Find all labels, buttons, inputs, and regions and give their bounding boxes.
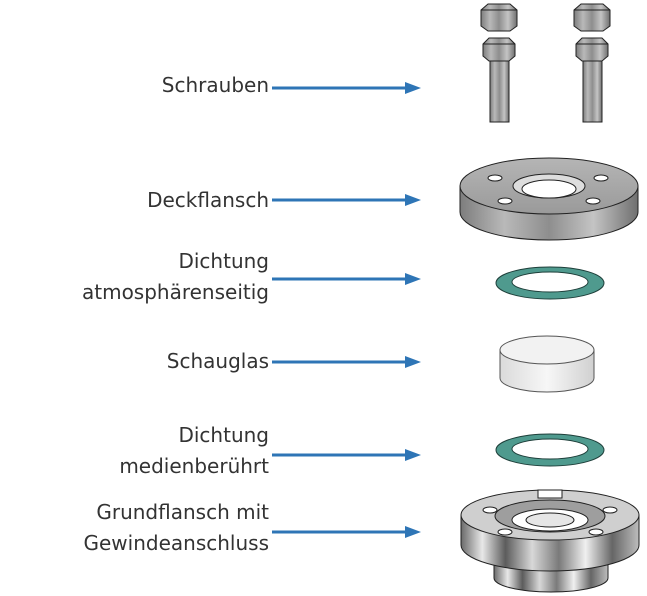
arrow-schauglas-head — [405, 356, 421, 368]
deckflansch-part — [459, 157, 639, 241]
arrow-group — [272, 82, 421, 538]
arrow-grundflansch — [272, 526, 421, 538]
label-dichtung-med-line1: Dichtung — [178, 423, 269, 447]
grundflansch-part — [460, 489, 640, 593]
arrow-schrauben-head — [405, 82, 421, 94]
label-schrauben: Schrauben — [162, 70, 269, 101]
bolt-right — [573, 3, 611, 123]
label-schrauben-text: Schrauben — [161, 73, 269, 97]
label-schauglas: Schauglas — [167, 346, 269, 377]
arrow-schrauben — [272, 82, 421, 94]
label-deckflansch: Deckflansch — [147, 185, 269, 216]
label-grundflansch-line1: Grundflansch mit — [96, 500, 269, 524]
arrow-grundflansch-head — [405, 526, 421, 538]
label-dichtung-atm-line2: atmosphärenseitig — [81, 280, 269, 304]
label-dichtung-medienberuehrt: Dichtung medienberührt — [119, 420, 269, 482]
dichtung-atmospharenseitig-part — [495, 266, 605, 300]
label-schauglas-text: Schauglas — [166, 349, 269, 373]
label-dichtung-atmospharenseitig: Dichtung atmosphärenseitig — [82, 246, 269, 308]
arrow-dichtung-atmospharenseitig — [272, 273, 421, 285]
label-grundflansch-line2: Gewindeanschluss — [83, 531, 270, 555]
label-dichtung-atm-line1: Dichtung — [178, 249, 269, 273]
schauglas-part — [499, 335, 595, 393]
arrow-dichtung-atmospharenseitig-head — [405, 273, 421, 285]
dichtung-medienberuehrt-part — [495, 433, 605, 467]
arrow-deckflansch — [272, 194, 421, 206]
label-deckflansch-text: Deckflansch — [147, 188, 269, 212]
arrow-schauglas — [272, 356, 421, 368]
label-dichtung-med-line2: medienberührt — [119, 454, 269, 478]
arrow-dichtung-medienberuehrt — [272, 449, 421, 461]
arrow-deckflansch-head — [405, 194, 421, 206]
bolt-left — [480, 3, 518, 123]
arrow-dichtung-medienberuehrt-head — [405, 449, 421, 461]
label-grundflansch: Grundflansch mit Gewindeanschluss — [84, 497, 270, 559]
